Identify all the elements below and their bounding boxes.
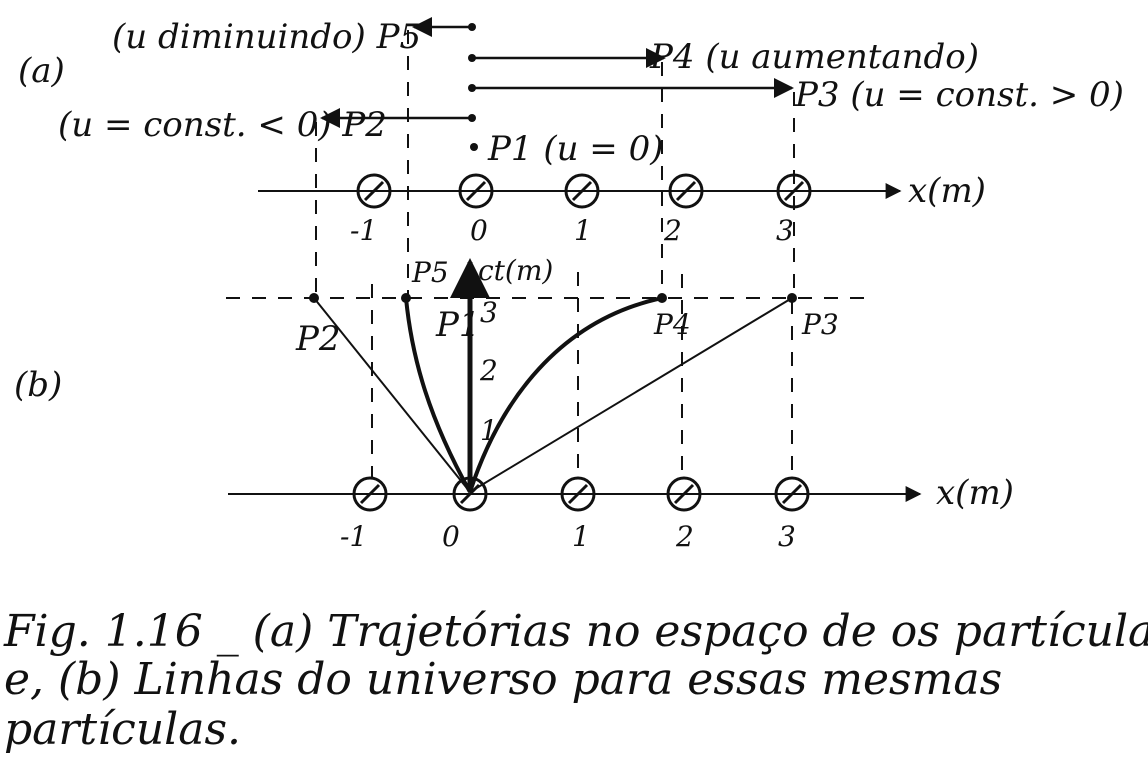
clock-icon bbox=[564, 173, 600, 209]
p5-dot-a bbox=[468, 23, 476, 31]
clock-icon bbox=[666, 476, 702, 512]
clock-icon bbox=[668, 173, 704, 209]
clock-icon bbox=[458, 173, 494, 209]
clock-icon bbox=[352, 476, 388, 512]
x-axis-label-a: x(m) bbox=[908, 171, 986, 211]
tick-a-3: 3 bbox=[776, 214, 794, 247]
worldline-p2 bbox=[313, 297, 471, 493]
clock-icon bbox=[452, 476, 488, 512]
p3-dot-b bbox=[787, 293, 797, 303]
worldline-p5 bbox=[404, 297, 472, 493]
clock-icon bbox=[356, 173, 392, 209]
p2-label-a: (u = const. < 0) P2 bbox=[58, 105, 387, 145]
p3-label-a: P3 (u = const. > 0) bbox=[794, 75, 1124, 115]
p2-label-b: P2 bbox=[295, 319, 341, 359]
clocks-b bbox=[352, 476, 810, 512]
tick-b-3: 3 bbox=[778, 520, 796, 553]
tick-a-1: 1 bbox=[574, 214, 592, 247]
tick-a-minus1: -1 bbox=[350, 214, 377, 247]
p4-label-b: P4 bbox=[653, 308, 691, 341]
p4-dot-a bbox=[468, 54, 476, 62]
tick-a-0: 0 bbox=[470, 214, 488, 247]
tick-b-2: 2 bbox=[675, 520, 694, 553]
worldline-p3 bbox=[469, 297, 793, 493]
caption-line-2: e, (b) Linhas do universo para essas mes… bbox=[4, 654, 1002, 705]
x-axis-label-b: x(m) bbox=[936, 473, 1014, 513]
p4-dot-b bbox=[657, 293, 667, 303]
ct-axis-label: ct(m) bbox=[478, 254, 553, 287]
worldline-p4 bbox=[468, 296, 663, 493]
caption-line-1: Fig. 1.16 _ (a) Trajetórias no espaço de… bbox=[3, 606, 1148, 657]
p1-label-b: P1 bbox=[435, 305, 481, 345]
p3-dot-a bbox=[468, 84, 476, 92]
ct-tick-3: 3 bbox=[480, 296, 498, 329]
ct-tick-2: 2 bbox=[479, 354, 498, 387]
p5-label-b: P5 bbox=[411, 256, 449, 289]
p2-dot-a bbox=[468, 114, 476, 122]
tick-b-1: 1 bbox=[572, 520, 590, 553]
tick-b-minus1: -1 bbox=[340, 520, 367, 553]
p2-dot-b bbox=[309, 293, 319, 303]
tick-a-2: 2 bbox=[663, 214, 682, 247]
p3-label-b: P3 bbox=[801, 308, 839, 341]
clock-icon bbox=[560, 476, 596, 512]
p1-dot-a bbox=[470, 143, 478, 151]
caption-line-3: partículas. bbox=[4, 704, 241, 755]
p5-label-a: (u diminuindo) P5 bbox=[112, 17, 421, 57]
p5-dot-b bbox=[401, 293, 411, 303]
clock-icon bbox=[774, 476, 810, 512]
p1-label-a: P1 (u = 0) bbox=[487, 129, 663, 169]
part-b-label: (b) bbox=[14, 365, 62, 405]
part-a-label: (a) bbox=[18, 51, 65, 91]
tick-b-0: 0 bbox=[442, 520, 460, 553]
p4-label-a: P4 (u aumentando) bbox=[649, 37, 979, 77]
